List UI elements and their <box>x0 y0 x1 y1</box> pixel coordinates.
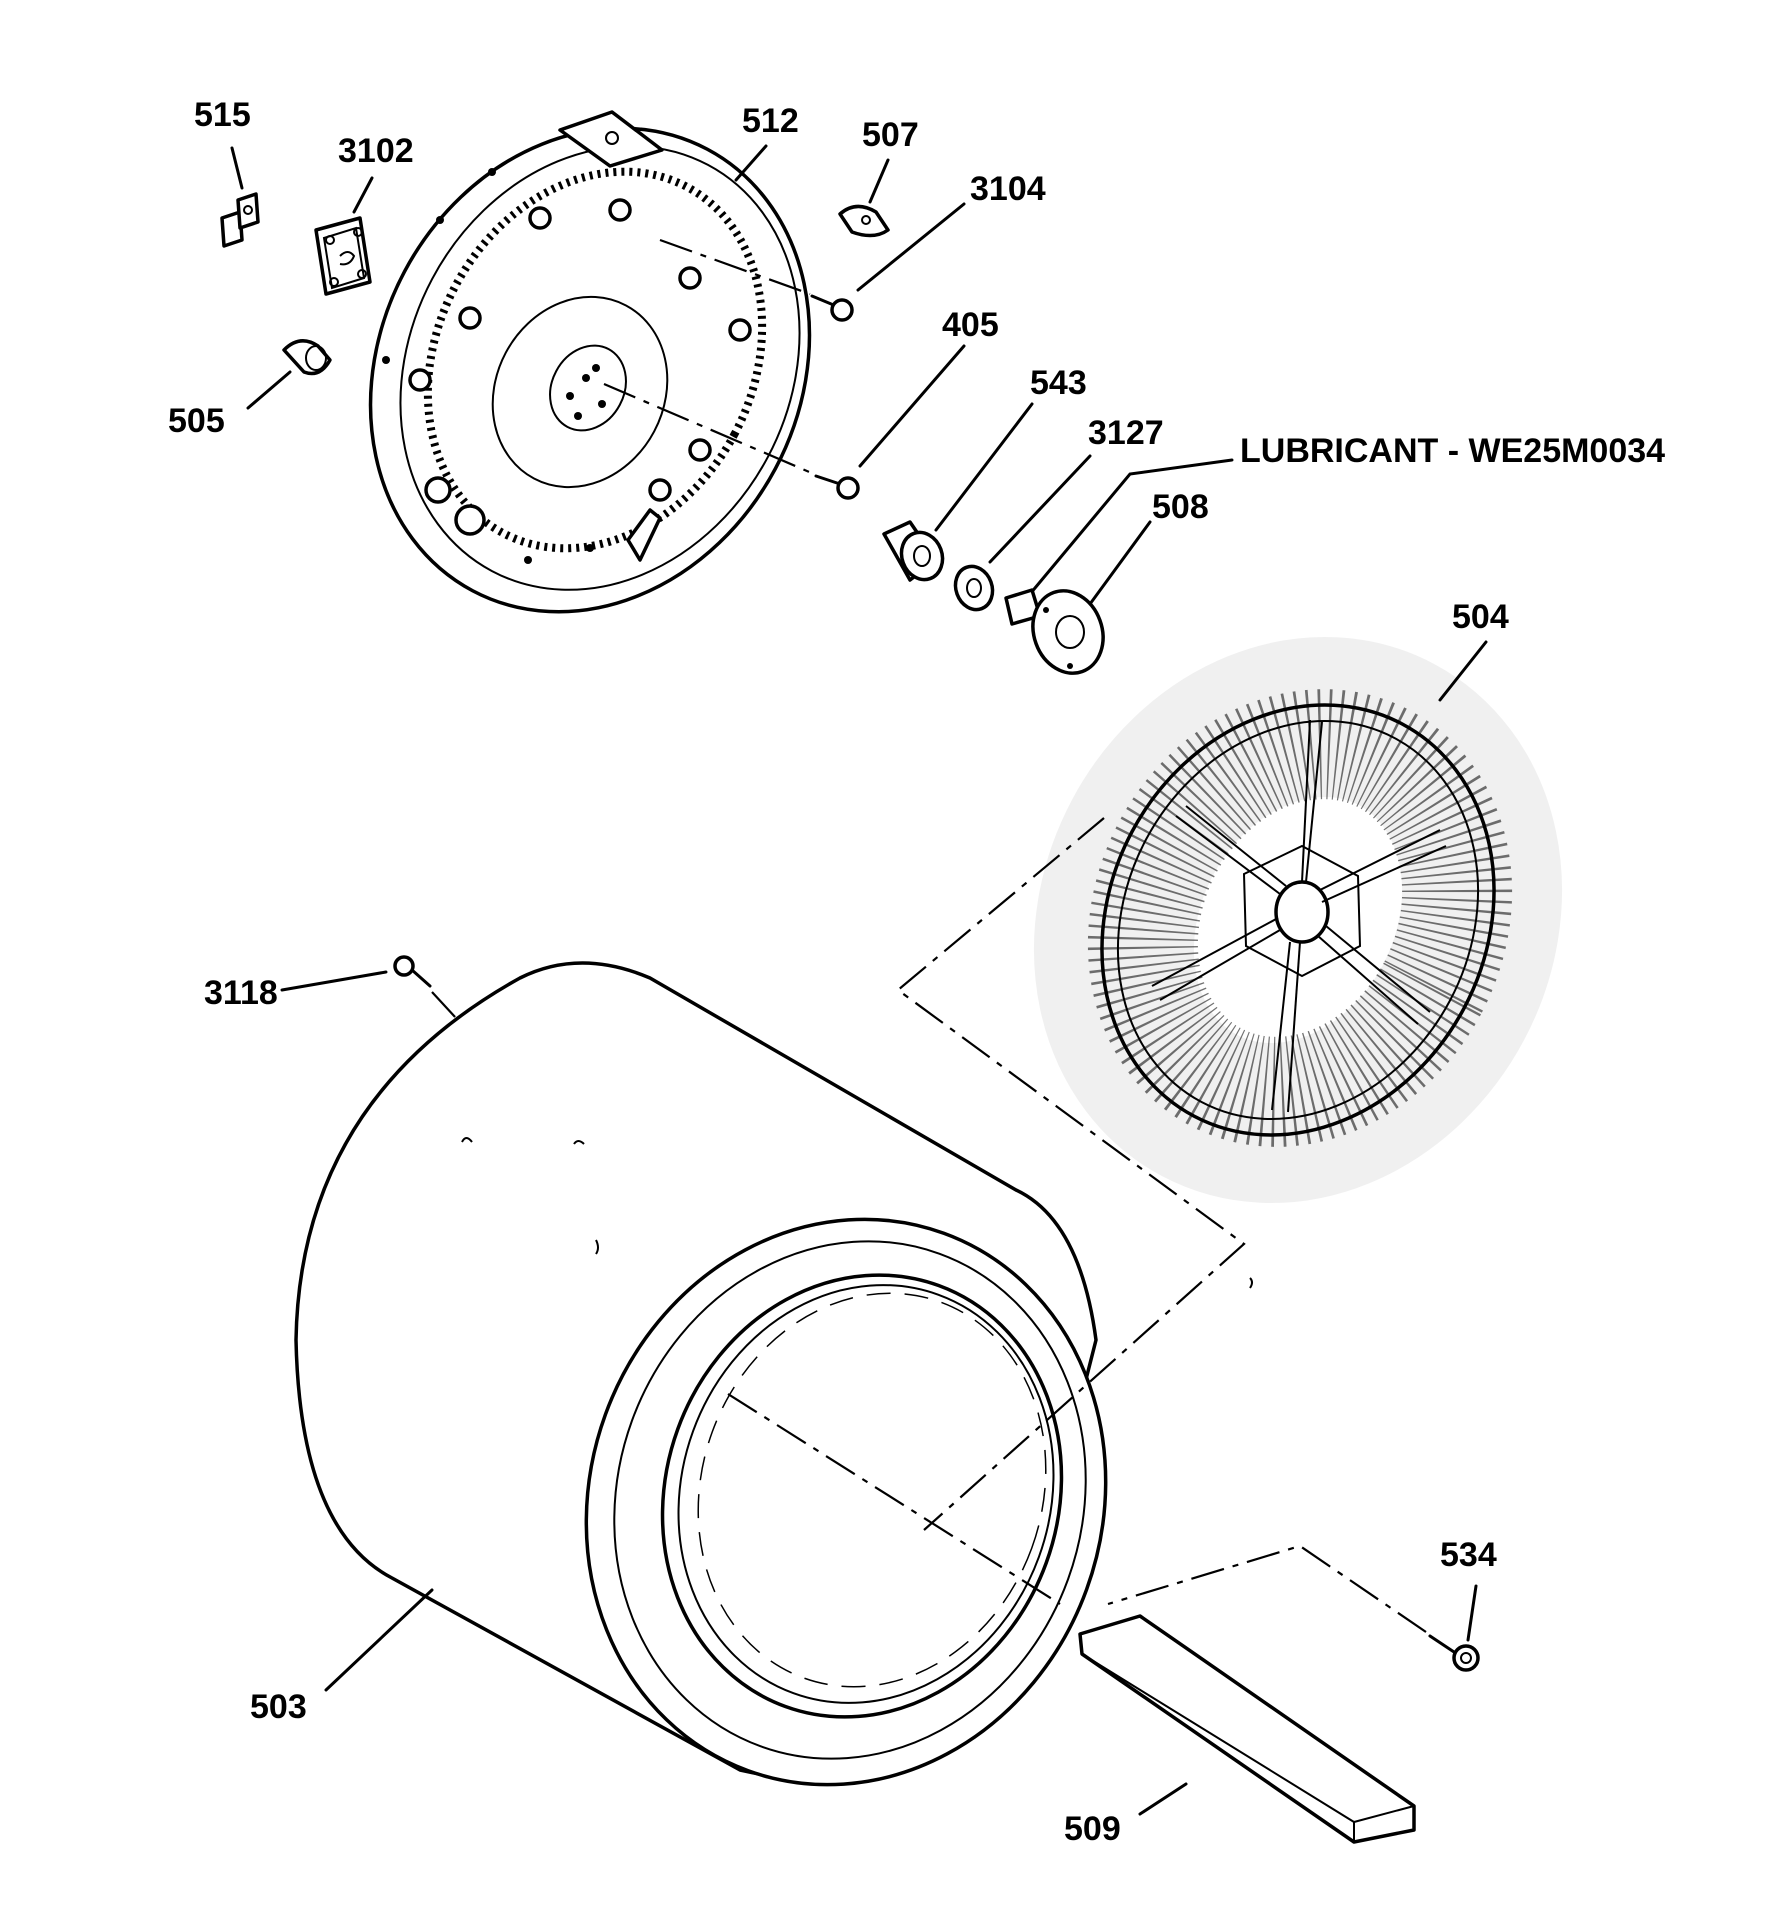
callout-503: 503 <box>250 1688 307 1726</box>
callout-508: 508 <box>1152 488 1209 526</box>
callout-3102: 3102 <box>338 132 414 170</box>
leader-505 <box>246 370 292 410</box>
lubricant-note: LUBRICANT - WE25M0034 <box>1240 432 1665 470</box>
part-504-drum-back <box>1033 637 1563 1203</box>
leader-515 <box>230 146 244 190</box>
leader-504 <box>1438 640 1488 702</box>
part-3127-washer <box>953 564 995 612</box>
callout-3104: 3104 <box>970 170 1046 208</box>
axis-534 <box>1107 1544 1427 1633</box>
leader-lubricant <box>1028 458 1234 596</box>
callout-507: 507 <box>862 116 919 154</box>
part-509-baffle <box>1078 1614 1416 1844</box>
leader-534 <box>1466 1584 1478 1642</box>
part-405-screw <box>814 474 860 500</box>
leader-512 <box>734 144 768 182</box>
axis-3104 <box>659 238 811 296</box>
leader-3127 <box>988 454 1092 564</box>
axis-405 <box>603 382 815 476</box>
leader-543 <box>934 402 1034 532</box>
callout-405: 405 <box>942 306 999 344</box>
leader-507 <box>868 158 890 204</box>
part-507-clip <box>838 204 890 238</box>
callout-505: 505 <box>168 402 225 440</box>
axis-drum-back <box>896 817 1246 1531</box>
leader-405 <box>858 344 966 468</box>
leader-503 <box>324 1588 434 1692</box>
part-503-drum <box>294 961 1253 1787</box>
part-515-clip <box>220 192 260 248</box>
callout-509: 509 <box>1064 1810 1121 1848</box>
leader-3104 <box>856 202 966 292</box>
callout-3127: 3127 <box>1088 414 1164 452</box>
leader-509 <box>1138 1782 1188 1816</box>
part-534-screw <box>1428 1634 1480 1672</box>
leader-3118 <box>280 970 388 992</box>
part-512-bulkhead <box>368 110 812 614</box>
part-543-bushing <box>882 520 945 582</box>
leader-3102 <box>352 176 374 214</box>
leader-508 <box>1088 520 1152 606</box>
part-3104-screw <box>810 294 854 322</box>
part-3102-gasket <box>314 216 372 296</box>
part-505-bearing <box>282 339 332 376</box>
callout-504: 504 <box>1452 598 1509 636</box>
part-3118-screw <box>393 955 432 988</box>
callout-543: 543 <box>1030 364 1087 402</box>
callout-512: 512 <box>742 102 799 140</box>
part-508-shaft <box>1004 588 1105 675</box>
callout-534: 534 <box>1440 1536 1497 1574</box>
callout-515: 515 <box>194 96 251 134</box>
callout-3118: 3118 <box>204 974 278 1012</box>
axis-drum-center <box>727 1393 1061 1605</box>
